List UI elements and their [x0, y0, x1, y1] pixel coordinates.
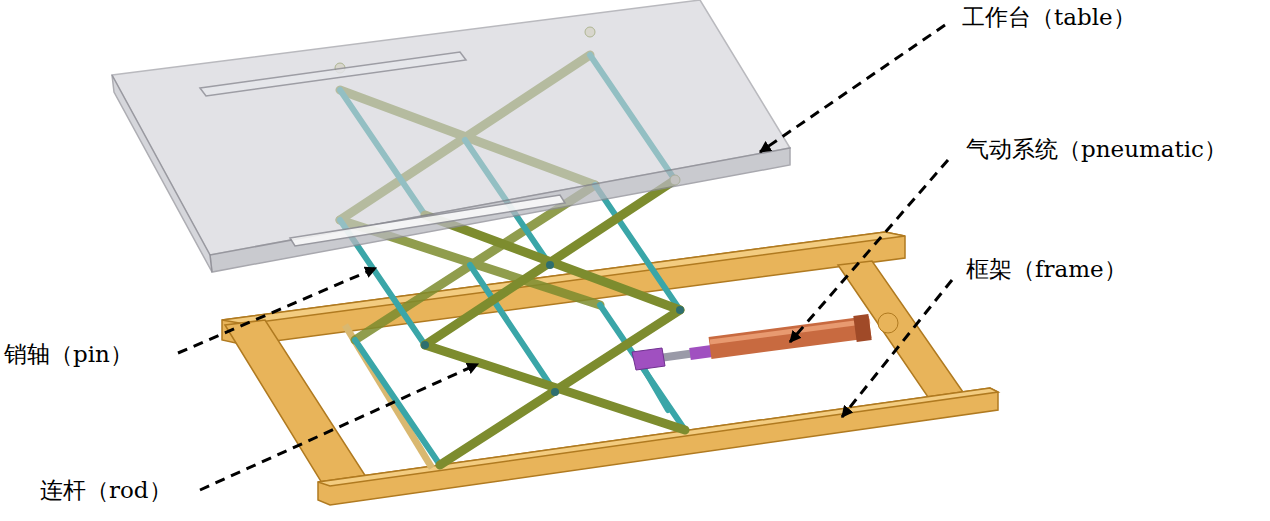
part-label: 连杆（rod） [40, 477, 172, 505]
pneumatic-cylinder [632, 313, 898, 370]
leader-lines [178, 25, 952, 490]
part-label: 气动系统（pneumatic） [966, 136, 1227, 164]
table [112, 0, 790, 272]
part-label: 框架（frame） [966, 256, 1127, 284]
part-label: 工作台（table） [962, 4, 1136, 32]
part-label: 销轴（pin） [4, 341, 133, 369]
frame [222, 232, 998, 505]
